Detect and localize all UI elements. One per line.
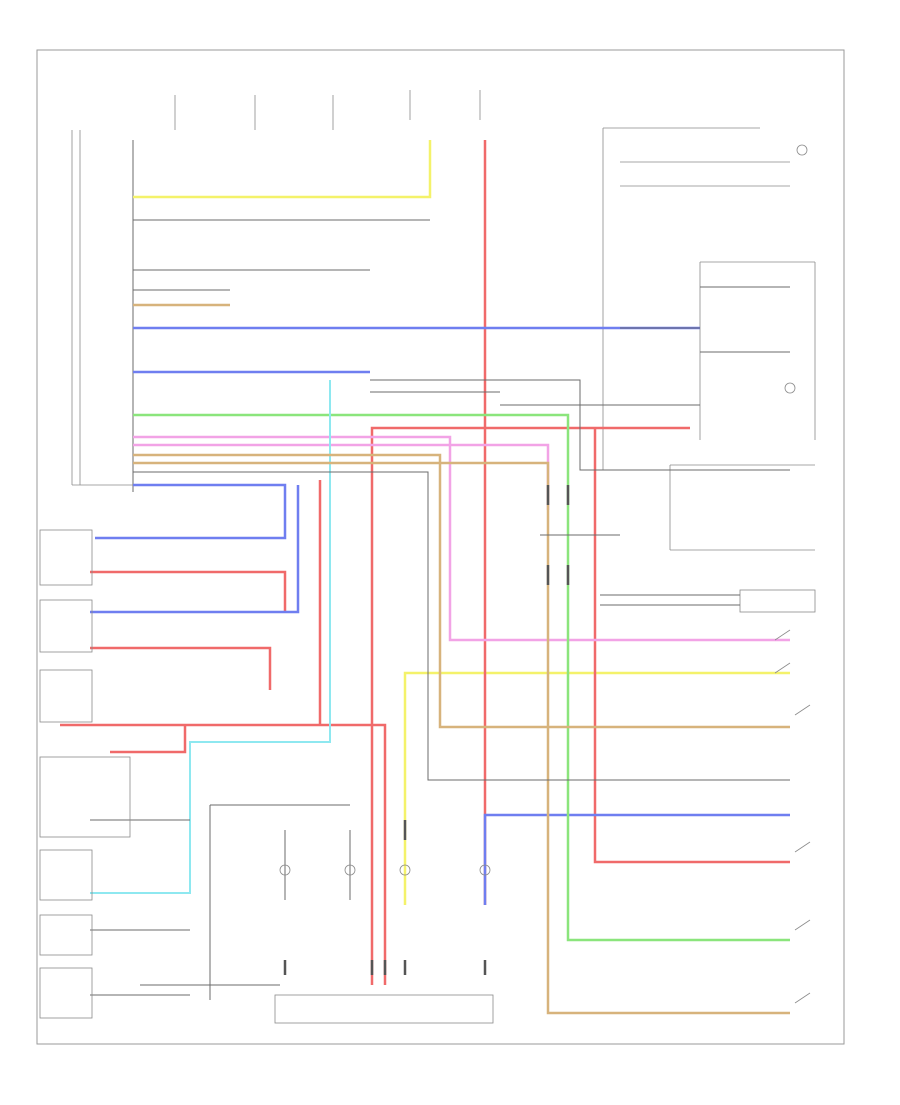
diagram-border bbox=[36, 49, 845, 1045]
top-connectors bbox=[174, 90, 481, 130]
wire-red bbox=[60, 140, 790, 985]
switches-right bbox=[774, 629, 811, 1004]
wire-grey bbox=[90, 219, 790, 1000]
lamps bbox=[279, 864, 491, 876]
wire-green bbox=[133, 413, 790, 942]
left-components bbox=[39, 529, 131, 1019]
right-connectors bbox=[602, 127, 816, 613]
wire-tan bbox=[133, 303, 790, 1015]
wire-cyan bbox=[90, 380, 331, 894]
ground-bar bbox=[274, 994, 494, 1024]
wire-yellow bbox=[133, 140, 790, 905]
connector-marks bbox=[283, 485, 570, 975]
ecu-block bbox=[71, 130, 134, 492]
